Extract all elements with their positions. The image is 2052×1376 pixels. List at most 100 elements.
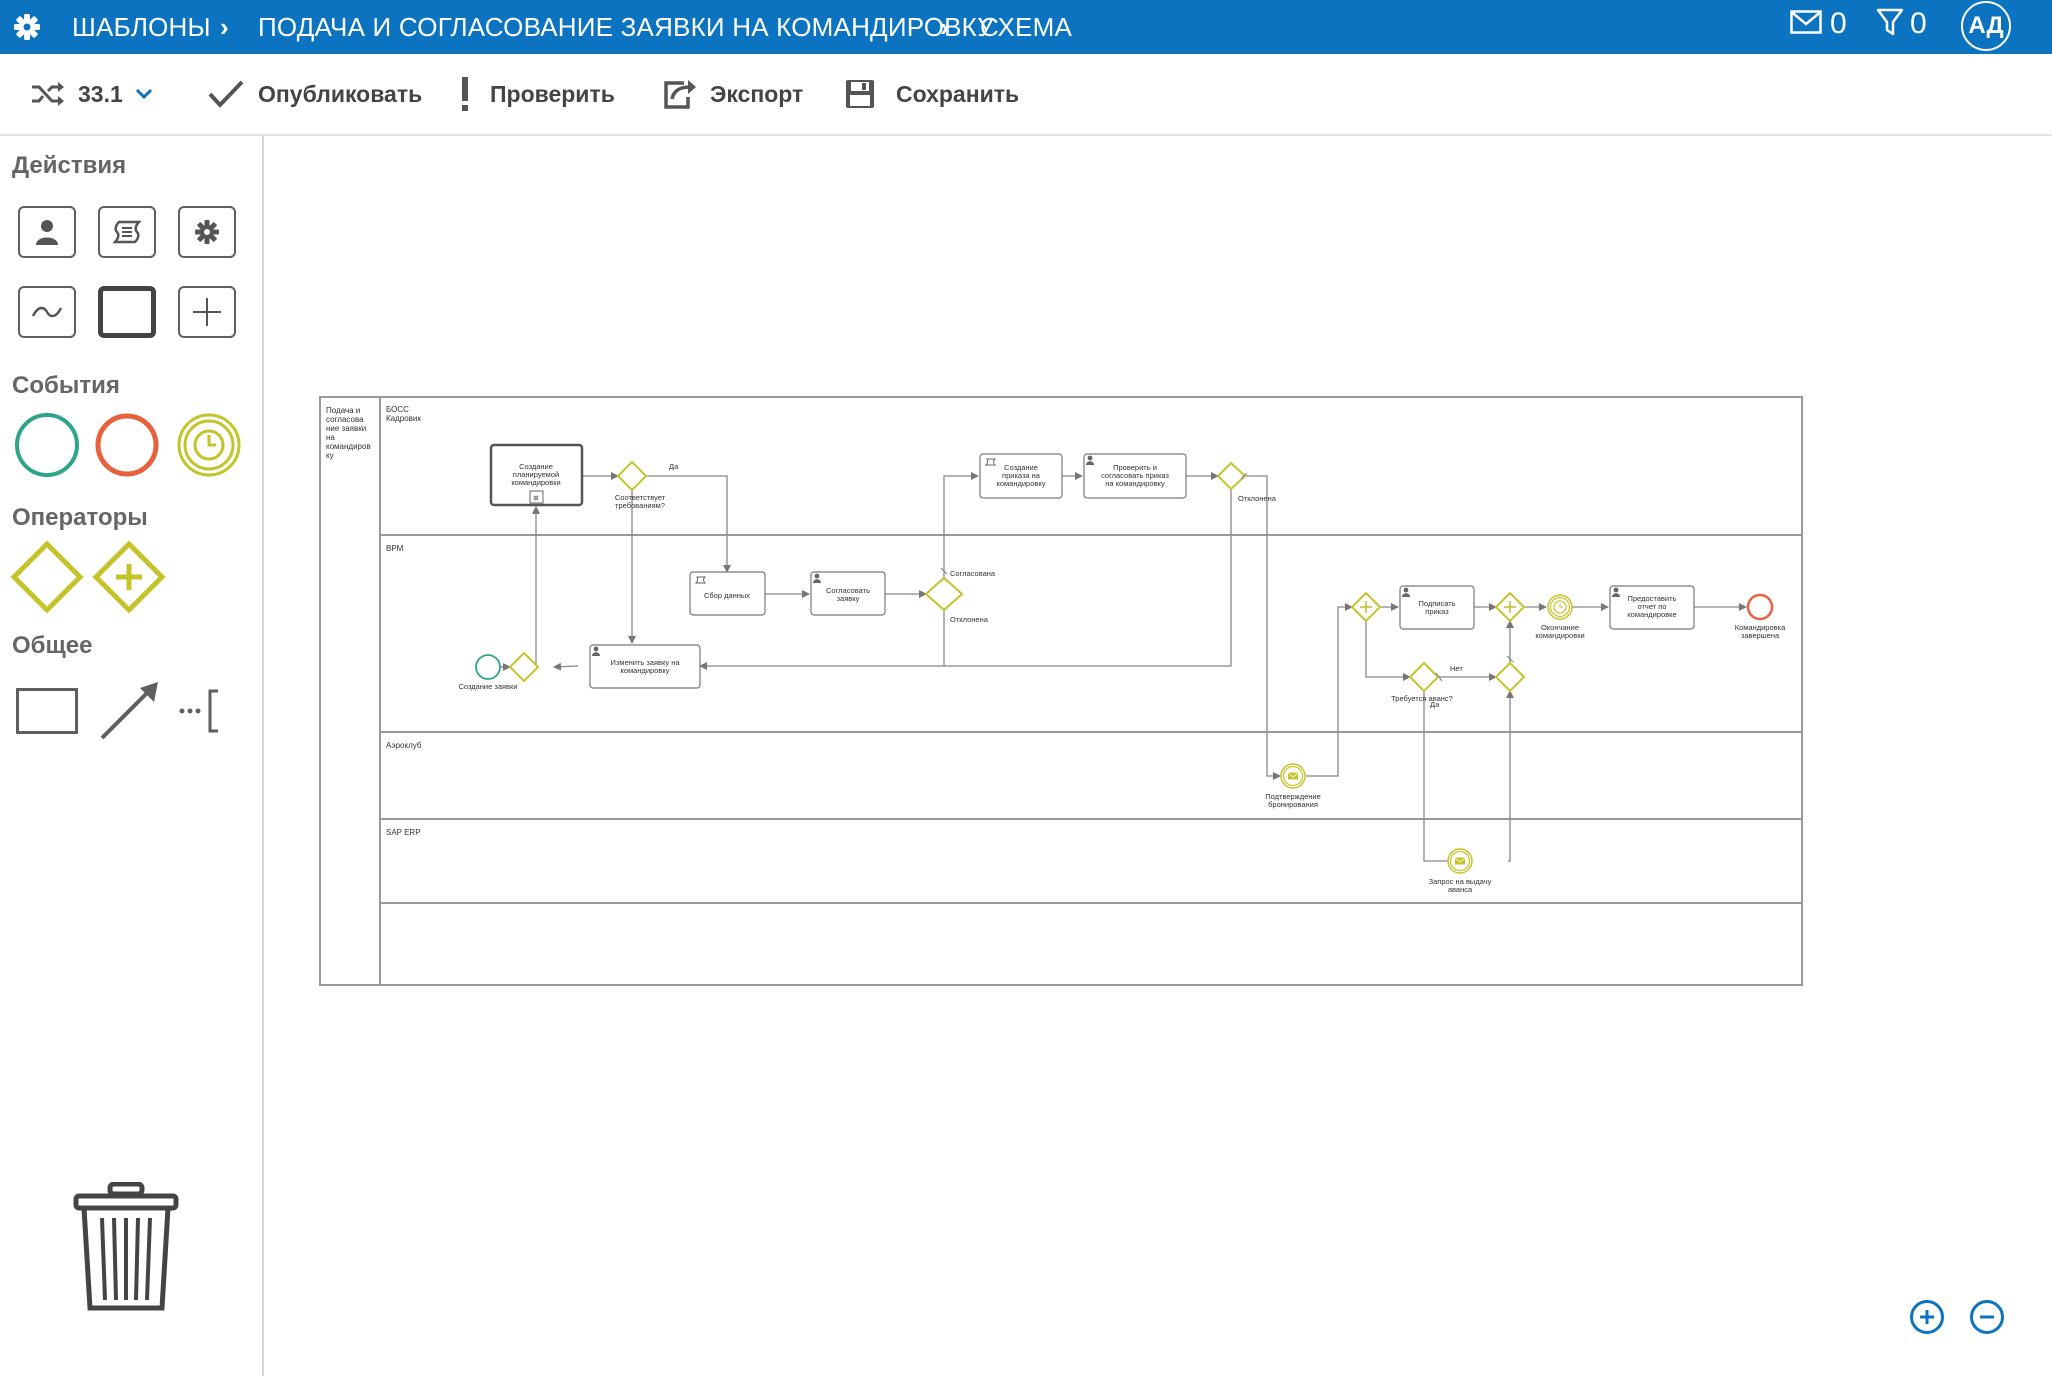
exclamation-icon (462, 77, 468, 111)
actions-title: Действия (12, 152, 127, 179)
collapsed-subprocess-tool[interactable] (178, 286, 236, 338)
task-collect-data-label: Сбор данных (704, 591, 750, 600)
adhoc-subprocess-tool[interactable] (18, 286, 76, 338)
toolbar: 33.1 Опубликовать Проверить Экспорт (0, 54, 2052, 136)
checkmark-icon (208, 80, 244, 108)
annotation-tool[interactable] (178, 688, 222, 734)
sequence-flow-tool[interactable] (98, 680, 162, 742)
zoom-in-button[interactable] (1910, 1300, 1944, 1334)
breadcrumb-process[interactable]: ПОДАЧА И СОГЛАСОВАНИЕ ЗАЯВКИ НА КОМАНДИР… (258, 12, 995, 42)
diagram-canvas[interactable]: Подача и согласова ние заявки на команди… (264, 136, 2052, 1376)
message-event-booking[interactable] (1280, 763, 1306, 789)
script-task-tool[interactable] (98, 206, 156, 258)
script-task-icons (694, 458, 997, 584)
timer-event-tool[interactable] (176, 412, 242, 478)
lane-bpm-label: BPM (386, 544, 404, 553)
breadcrumb-separator-icon: › (940, 12, 949, 42)
mail-icon[interactable] (1790, 10, 1822, 34)
gateway-meets-requirements (616, 460, 648, 492)
gateway-merge-start (508, 651, 540, 683)
tilde-icon (31, 306, 63, 318)
task-provide-report[interactable] (1609, 585, 1695, 630)
default-flow-markers (940, 472, 1514, 682)
timer-event-trip-end[interactable] (1547, 594, 1573, 620)
end-event[interactable] (1746, 593, 1774, 621)
zoom-out-button[interactable] (1970, 1300, 2004, 1334)
breadcrumb-templates[interactable]: ШАБЛОНЫ (72, 12, 211, 42)
task-check-order[interactable] (1083, 453, 1187, 499)
user-task-tool[interactable] (18, 206, 76, 258)
user-icon (1402, 587, 1410, 597)
shuffle-icon (32, 82, 64, 106)
task-sign-order[interactable] (1399, 585, 1475, 630)
version-selector[interactable]: 33.1 (30, 54, 153, 134)
flow-yes-label: Да (669, 462, 679, 471)
export-icon (664, 80, 696, 109)
user-task-icons (592, 455, 1620, 656)
script-icon (694, 576, 707, 584)
subprocess-tool[interactable] (98, 286, 156, 338)
flow-rejected-label: Отклонена (950, 615, 989, 624)
gear-icon (195, 220, 219, 244)
trash-icon[interactable] (72, 1182, 180, 1312)
parallel-gateway-plus-icons (1360, 601, 1516, 613)
publish-label: Опубликовать (258, 80, 423, 107)
task-create-planned[interactable]: ⊞ (489, 443, 584, 507)
filter-icon[interactable] (1876, 8, 1904, 36)
end-event-tool[interactable] (94, 412, 160, 478)
gateway-advance-label: Требуется аванс? (1391, 694, 1453, 703)
chevron-down-icon (135, 88, 152, 100)
user-avatar[interactable]: АД (1961, 1, 2011, 51)
task-approve-request[interactable] (810, 571, 886, 616)
lane-aeroclub-label: Аэроклуб (386, 741, 422, 750)
floppy-disk-icon (846, 80, 874, 108)
task-change-request[interactable] (589, 644, 701, 689)
service-task-tool[interactable] (178, 206, 236, 258)
publish-button[interactable]: Опубликовать (208, 54, 422, 134)
task-collect-data[interactable] (689, 571, 766, 616)
start-event-label: Создание заявки (458, 682, 517, 691)
minus-icon (1980, 1315, 1994, 1319)
user-icon (813, 573, 821, 583)
operators-title: Операторы (12, 504, 148, 531)
pool-label: Подача и согласова ние заявки на команди… (326, 406, 373, 460)
export-button[interactable]: Экспорт (664, 54, 803, 134)
mail-count: 0 (1830, 7, 1847, 40)
gateway-advance-required (1408, 661, 1440, 693)
save-label: Сохранить (896, 80, 1020, 107)
flow-order-rejected-label: Отклонена (1238, 494, 1277, 503)
save-button[interactable]: Сохранить (846, 54, 1019, 134)
lane-kadrovik-label: Кадровик (386, 414, 421, 423)
start-event-tool[interactable] (14, 412, 80, 478)
user-icon (1612, 587, 1620, 597)
gateway-approval (924, 576, 964, 612)
element-palette: Действия (0, 136, 264, 1376)
envelope-icon (1288, 772, 1298, 780)
exclusive-gateway-tool[interactable] (10, 540, 84, 614)
settings-gear-icon[interactable] (6, 6, 48, 48)
flow-no-label: Нет (1450, 664, 1463, 673)
message-event-advance[interactable] (1447, 848, 1473, 874)
parallel-gateway-tool[interactable] (92, 540, 166, 614)
general-title: Общее (12, 632, 93, 659)
user-icon (36, 220, 58, 245)
pool-tool[interactable] (16, 688, 78, 734)
task-create-order[interactable] (979, 453, 1063, 499)
start-event[interactable] (475, 654, 501, 680)
events-title: События (12, 372, 120, 399)
gateway-advance-merge (1494, 661, 1526, 693)
filter-count: 0 (1910, 7, 1927, 40)
check-button[interactable]: Проверить (460, 54, 615, 134)
user-icon (592, 646, 600, 656)
svg-text:⊞: ⊞ (533, 495, 539, 502)
plus-icon (1920, 1310, 1934, 1324)
version-label: 33.1 (78, 80, 123, 107)
